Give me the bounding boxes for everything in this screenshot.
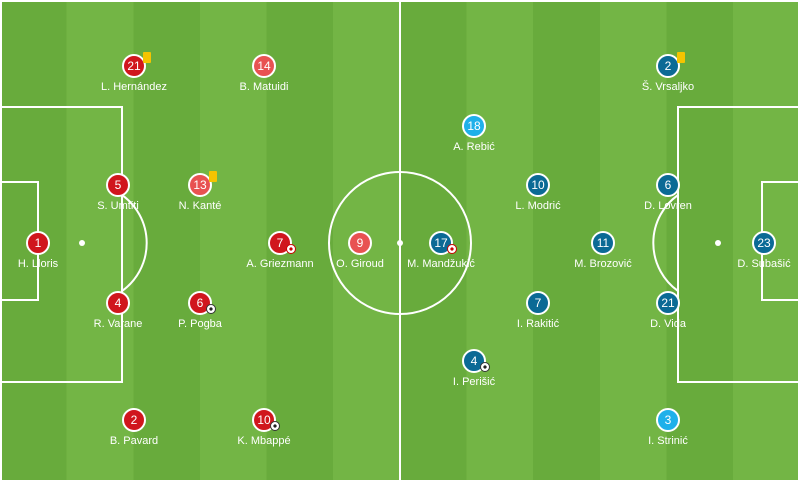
player-number-circle: 17 [429, 231, 453, 255]
player-number-circle: 5 [106, 173, 130, 197]
player-name: I. Perišić [452, 376, 496, 388]
player-number-circle: 18 [462, 114, 486, 138]
player-name: I. Strinić [648, 435, 688, 447]
player-number-circle: 3 [656, 408, 680, 432]
centre-spot [397, 240, 403, 246]
player-number-circle: 10 [526, 173, 550, 197]
yellow-card-icon [209, 171, 217, 182]
player-name: S. Umtiti [97, 200, 139, 212]
player-number-circle: 2 [122, 408, 146, 432]
player-name: H. Lloris [17, 258, 59, 270]
player-name: M. Brozović [574, 258, 632, 270]
player-name: R. Varane [93, 318, 143, 330]
ball-icon [447, 244, 457, 254]
yellow-card-icon [143, 52, 151, 63]
player-number-circle: 10 [252, 408, 276, 432]
player-name: L. Modrić [515, 200, 561, 212]
ball-icon [480, 362, 490, 372]
player-number-circle: 11 [591, 231, 615, 255]
ball-icon [206, 304, 216, 314]
right-penalty-spot [715, 240, 721, 246]
player-number-circle: 21 [122, 54, 146, 78]
player-name: I. Rakitić [516, 318, 560, 330]
player-number-circle: 4 [462, 349, 486, 373]
left-penalty-arc [121, 194, 148, 292]
player-name: P. Pogba [178, 318, 222, 330]
player-name: D. Lovren [644, 200, 692, 212]
player-name: M. Mandžukić [407, 258, 475, 270]
ball-icon [270, 421, 280, 431]
player-number-circle: 14 [252, 54, 276, 78]
player-number-circle: 7 [526, 291, 550, 315]
player-number-circle: 4 [106, 291, 130, 315]
player-name: O. Giroud [336, 258, 384, 270]
player-name: A. Rebić [453, 141, 495, 153]
player-number-circle: 23 [752, 231, 776, 255]
player-name: B. Matuidi [239, 81, 289, 93]
player-name: L. Hernández [100, 81, 168, 93]
left-penalty-spot [79, 240, 85, 246]
player-name: Š. Vrsaljko [641, 81, 695, 93]
yellow-card-icon [677, 52, 685, 63]
player-name: K. Mbappé [237, 435, 291, 447]
player-number-circle: 1 [26, 231, 50, 255]
player-name: A. Griezmann [246, 258, 314, 270]
player-number-circle: 7 [268, 231, 292, 255]
player-number-circle: 9 [348, 231, 372, 255]
player-name: B. Pavard [109, 435, 159, 447]
player-name: N. Kanté [178, 200, 222, 212]
player-number-circle: 13 [188, 173, 212, 197]
ball-icon [286, 244, 296, 254]
player-name: D. Vida [650, 318, 686, 330]
player-number-circle: 2 [656, 54, 680, 78]
player-number-circle: 21 [656, 291, 680, 315]
right-penalty-area [677, 106, 800, 383]
right-penalty-arc [652, 194, 679, 292]
player-name: D. Subašić [737, 258, 791, 270]
centre-circle [328, 171, 472, 315]
player-number-circle: 6 [656, 173, 680, 197]
left-penalty-area [0, 106, 123, 383]
